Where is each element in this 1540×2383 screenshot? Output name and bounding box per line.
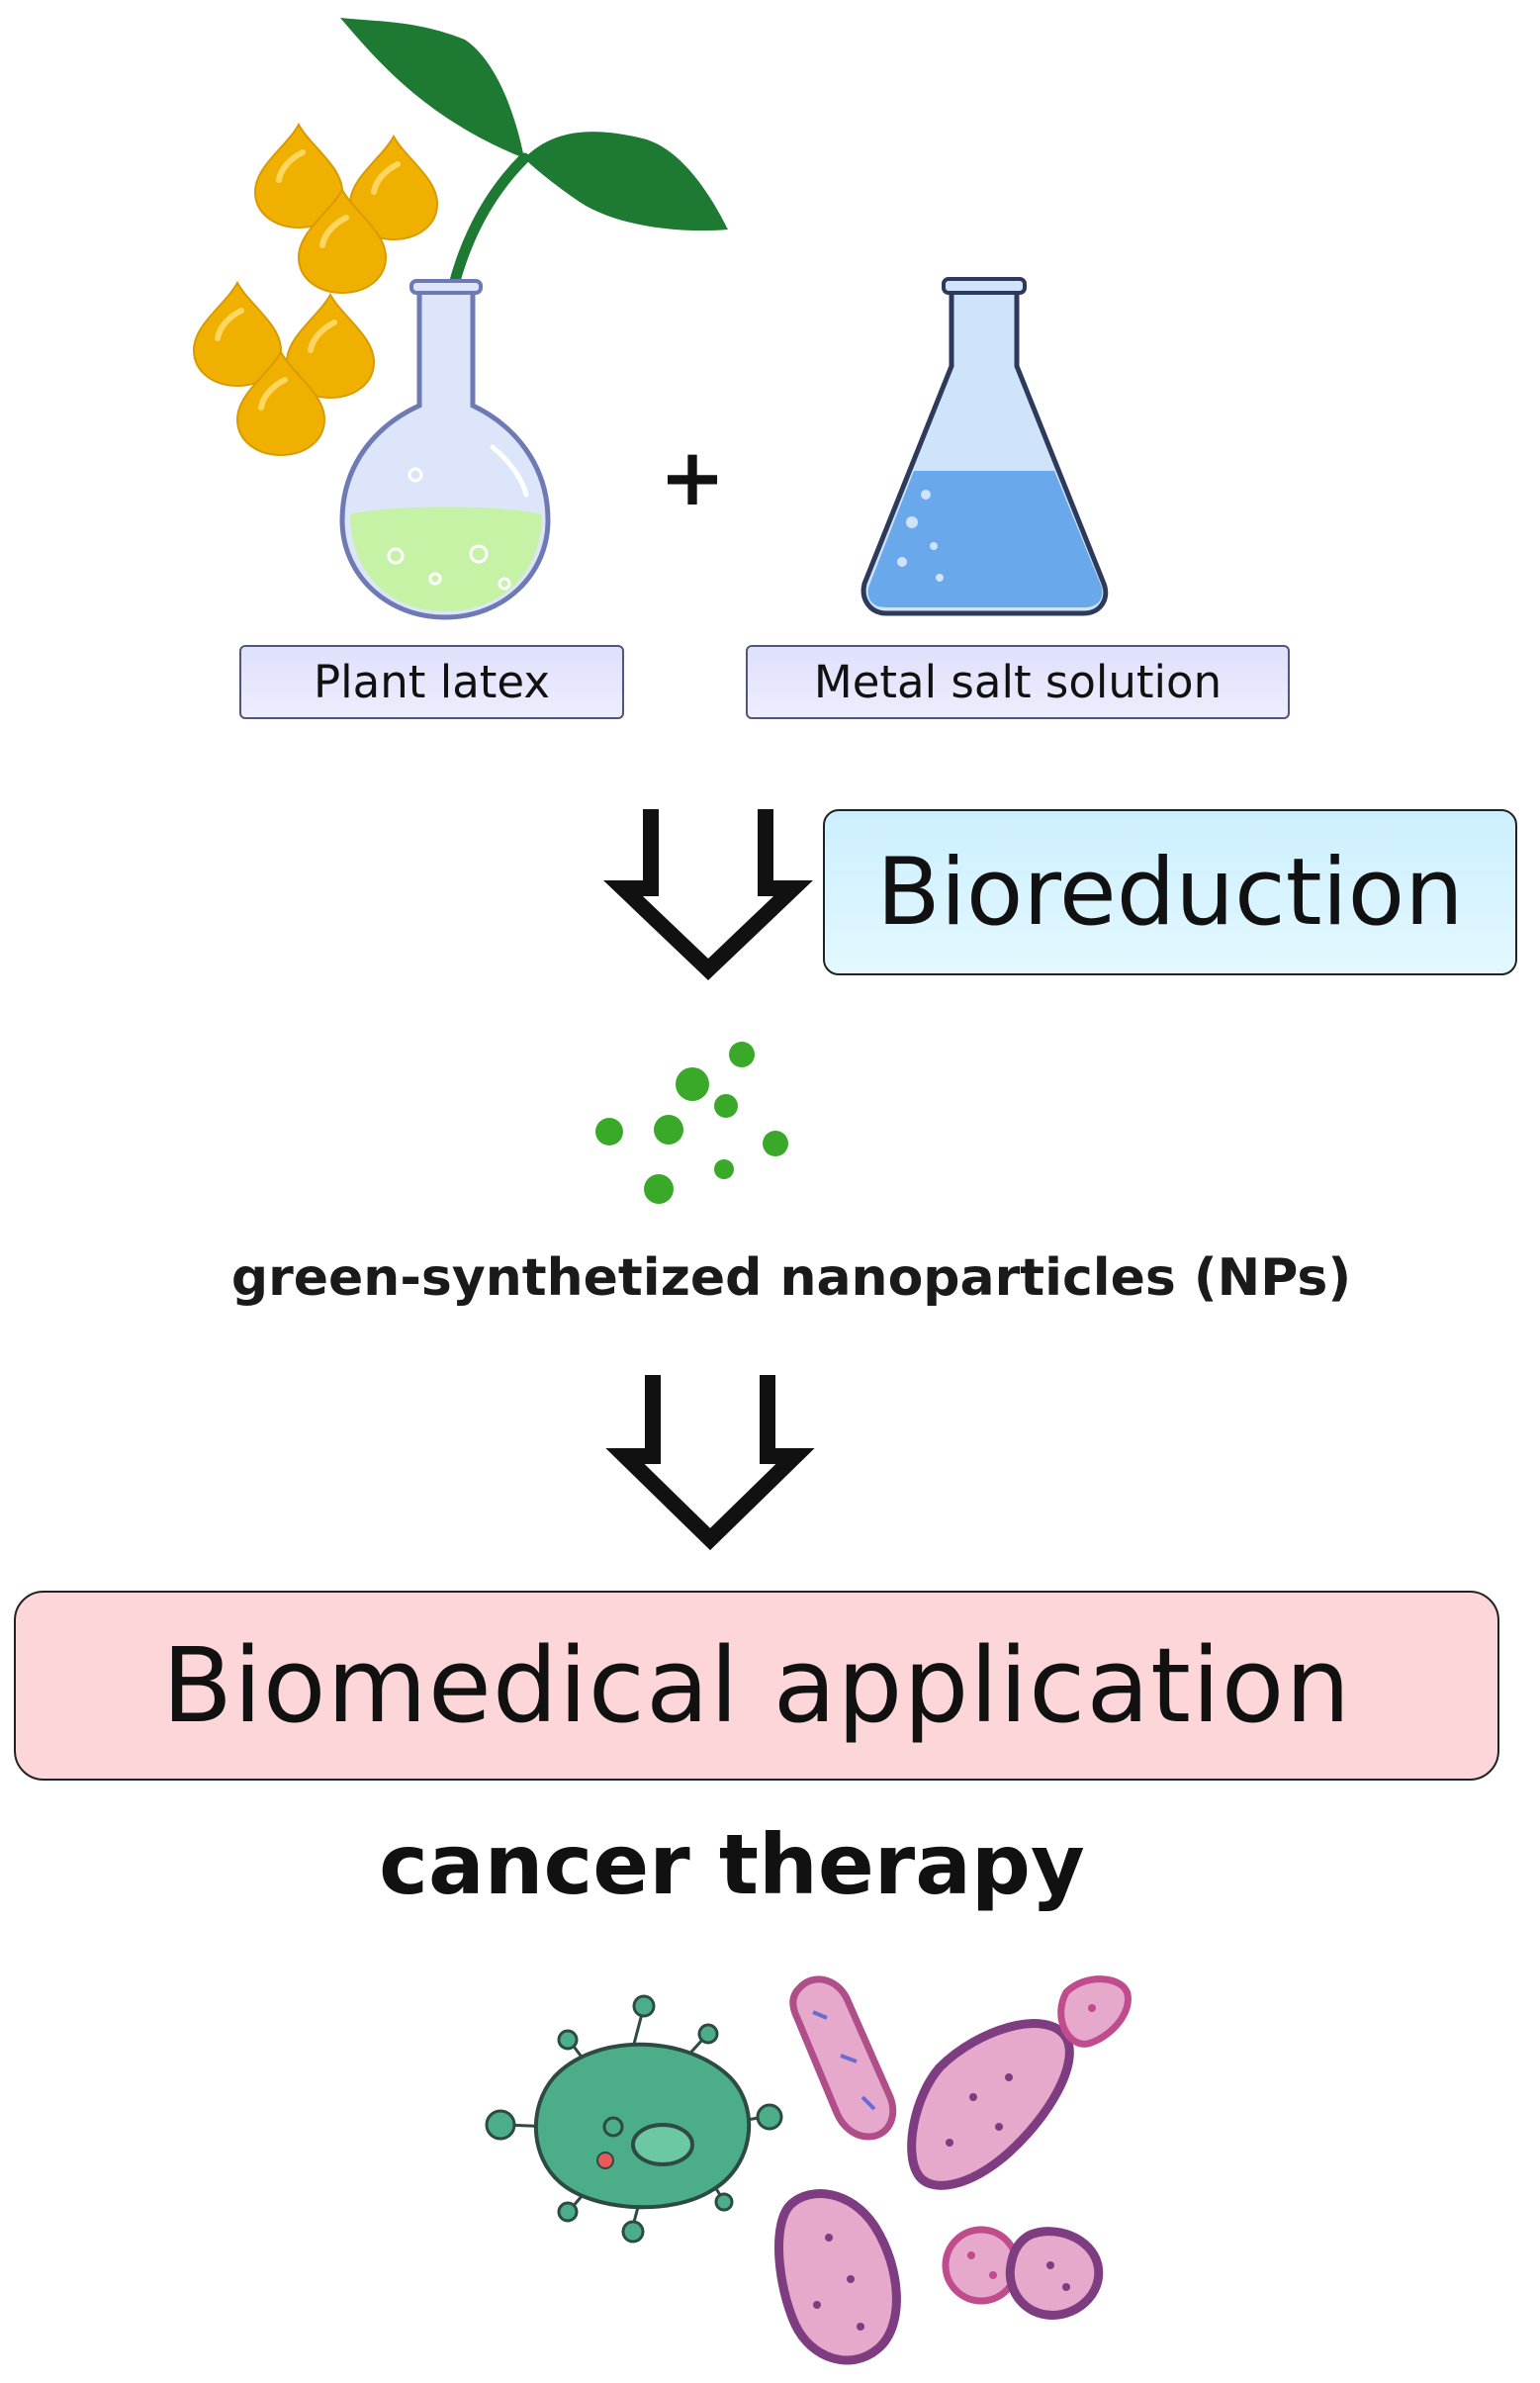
down-arrow-icon bbox=[603, 809, 813, 981]
down-arrow-icon-2 bbox=[605, 1375, 815, 1551]
green-cancer-cell-icon bbox=[485, 1994, 783, 2244]
bioreduction-box: Bioreduction bbox=[823, 809, 1517, 975]
nanoparticles-caption: green-synthetized nanoparticles (NPs) bbox=[230, 1248, 1352, 1308]
cancer-therapy-caption: cancer therapy bbox=[379, 1816, 1085, 1913]
latex-droplets-icon bbox=[194, 125, 437, 455]
plus-sign: + bbox=[659, 431, 725, 523]
pink-cancer-cells-icon bbox=[774, 1975, 1132, 2365]
biomedical-application-box: Biomedical application bbox=[14, 1591, 1499, 1781]
plant-sprout-icon bbox=[340, 18, 728, 382]
erlenmeyer-flask-icon bbox=[861, 277, 1109, 616]
plant-latex-label: Plant latex bbox=[239, 645, 624, 719]
nanoparticles-icon bbox=[595, 1042, 788, 1204]
metal-salt-solution-label: Metal salt solution bbox=[746, 645, 1290, 719]
round-flask-icon bbox=[339, 279, 551, 620]
